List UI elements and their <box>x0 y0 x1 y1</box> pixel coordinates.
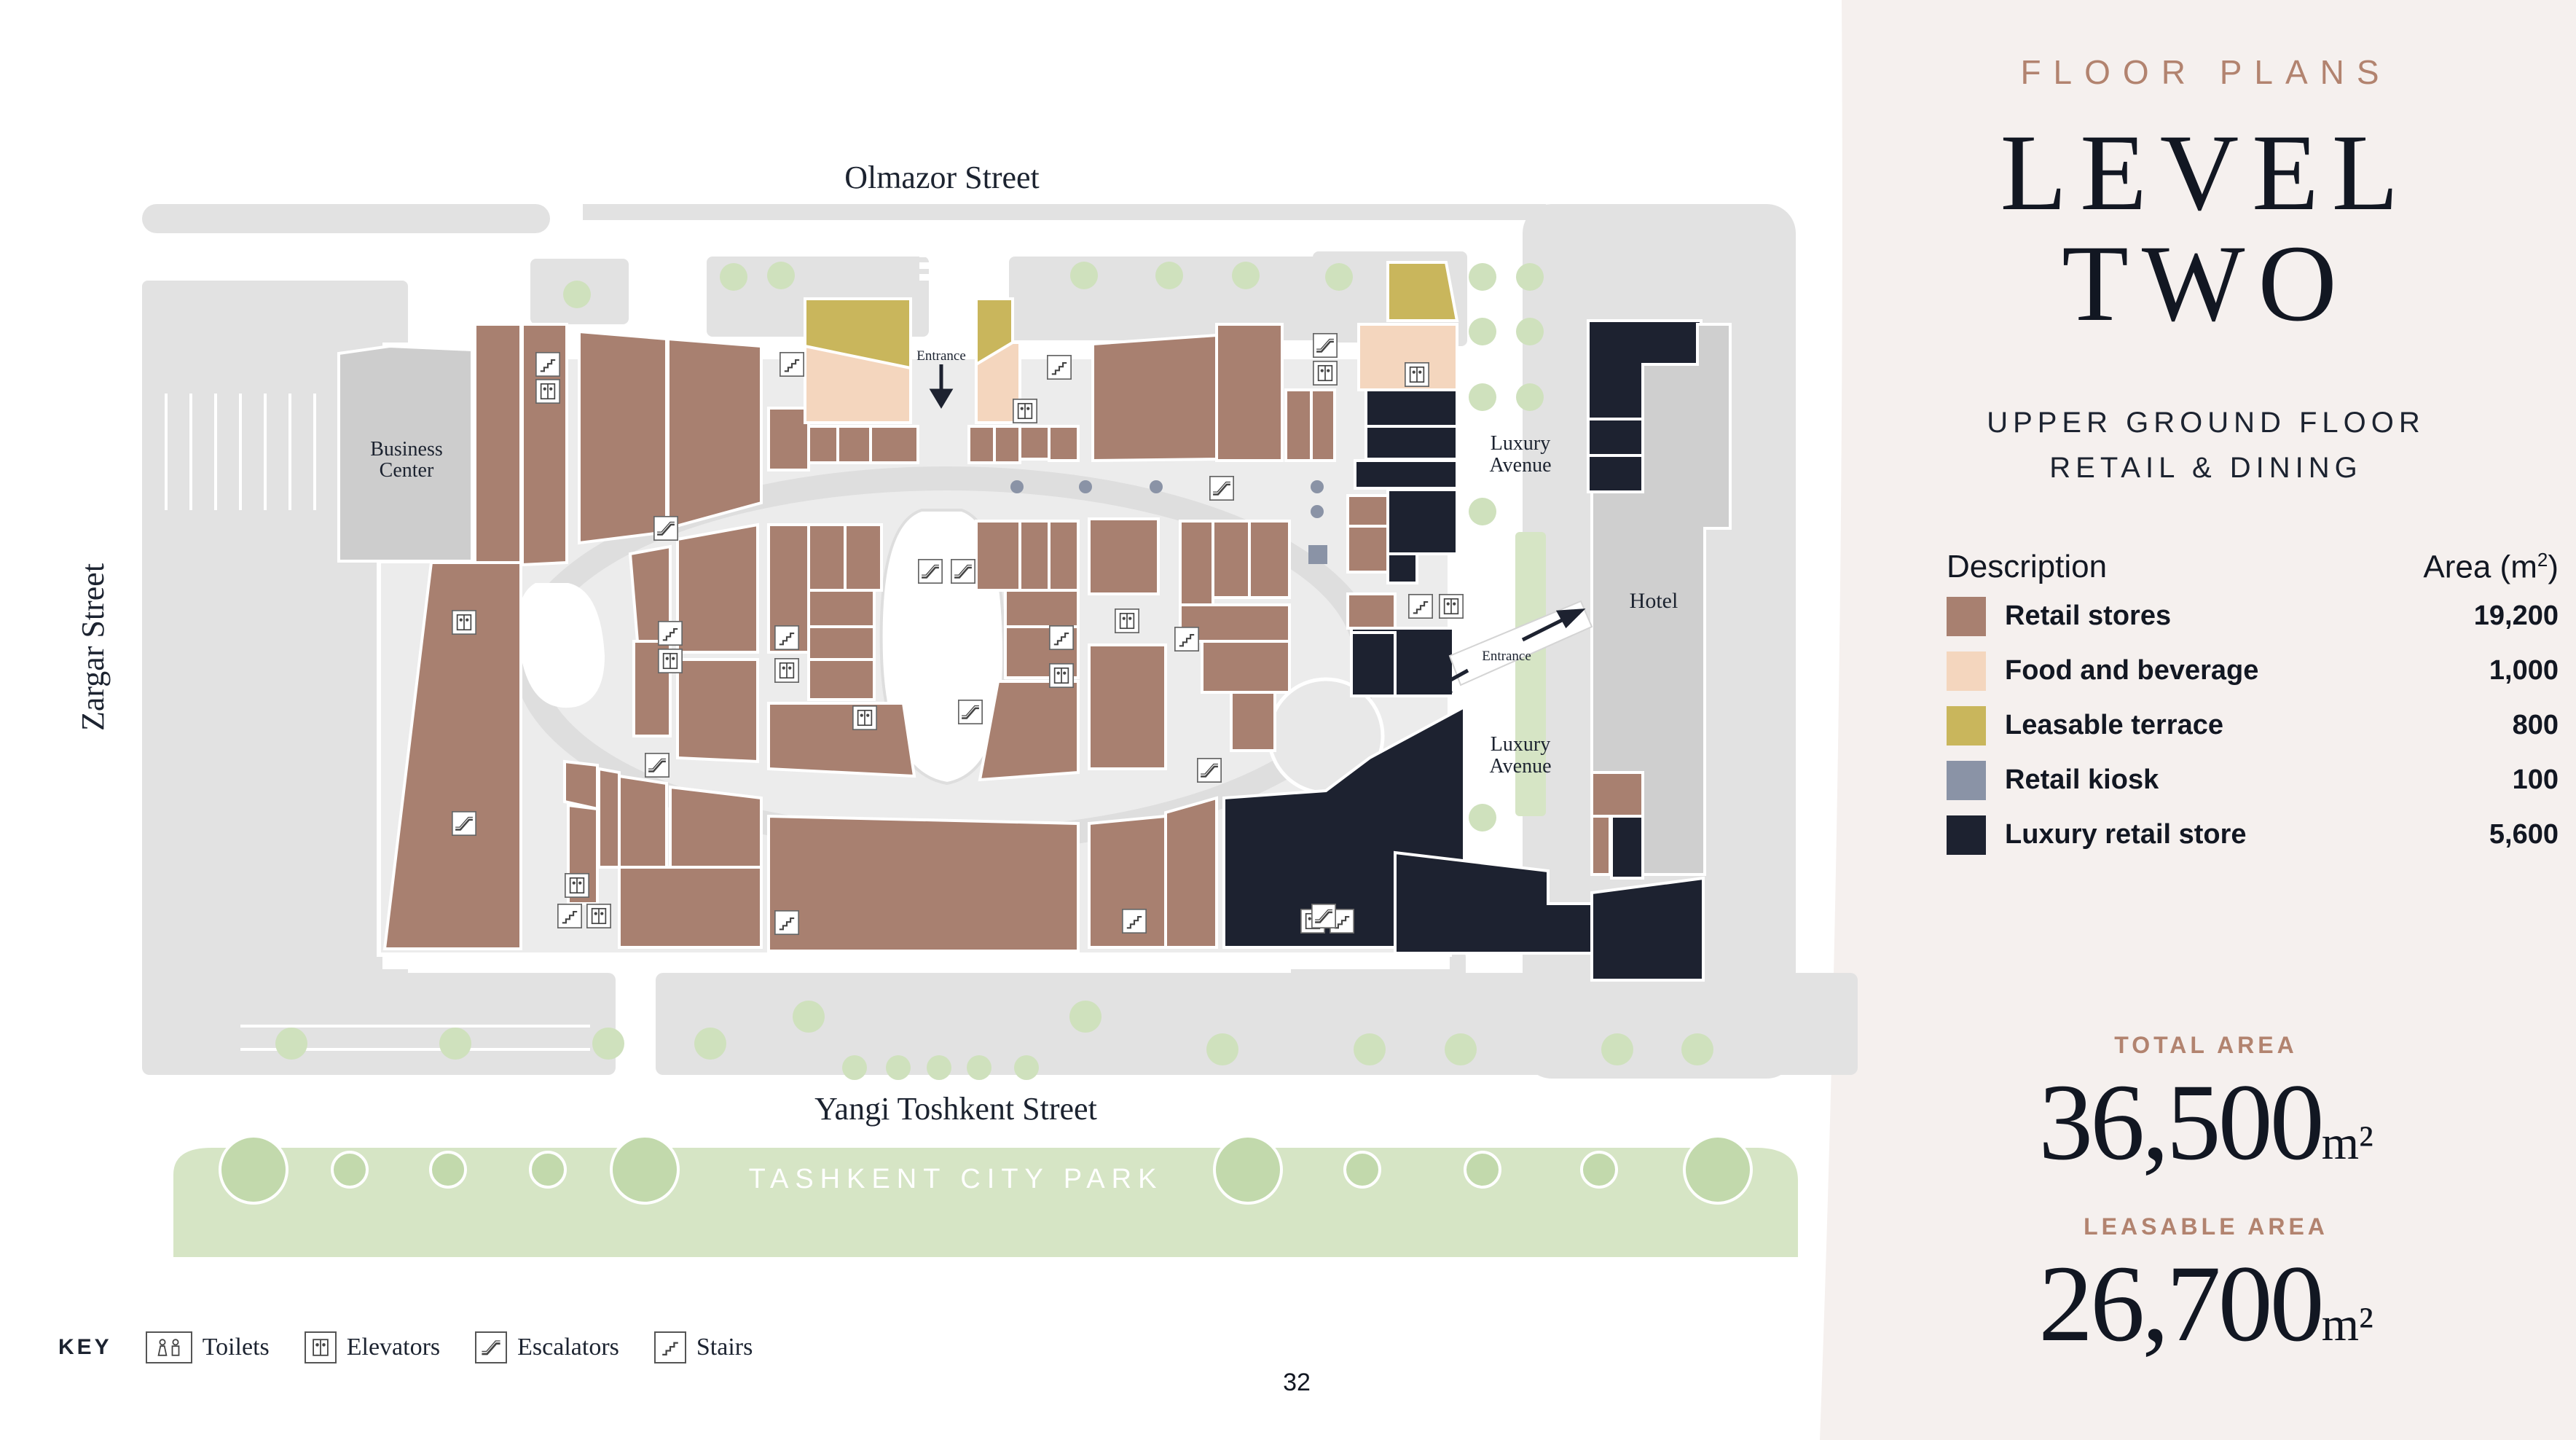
legend-row-kiosk: Retail kiosk 100 <box>1947 753 2559 807</box>
subtitle-line1: UPPER GROUND FLOOR <box>1987 407 2425 439</box>
street-west-label: Zargar Street <box>75 563 111 731</box>
leasable-area-value: 26,700m² <box>2038 1243 2373 1364</box>
toilet-icon <box>145 1331 192 1363</box>
key-item-elevators: Elevators <box>304 1331 440 1363</box>
subtitle-line2: RETAIL & DINING <box>2049 452 2363 484</box>
key-item-toilets: Toilets <box>145 1331 270 1363</box>
side-panel: FLOOR PLANS LEVEL TWO UPPER GROUND FLOOR… <box>1836 0 2576 1440</box>
entrance-east-label: Entrance <box>1482 649 1531 664</box>
legend-swatch-terrace <box>1947 705 1986 746</box>
luxury-retail-stores <box>1222 319 1705 982</box>
legend-col-description: Description <box>1947 549 2108 584</box>
business-center-label-2: Center <box>380 459 434 482</box>
tashkent-city-park <box>173 1148 1798 1257</box>
column-dots <box>1010 480 1324 518</box>
entrance-arrows <box>929 364 1586 694</box>
legend-row-luxury: Luxury retail store 5,600 <box>1947 807 2559 862</box>
west-void <box>517 583 605 708</box>
legend-swatch-luxury <box>1947 815 1986 855</box>
luxury-avenue-green <box>1515 532 1546 816</box>
panel-background <box>1820 0 2576 1440</box>
street-south-label: Yangi Toshkent Street <box>814 1091 1097 1127</box>
crosswalk <box>919 140 969 281</box>
key-item-escalators: Escalators <box>475 1331 619 1363</box>
leasable-area-label: LEASABLE AREA <box>2084 1213 2328 1240</box>
luxury-avenue-top-2: Avenue <box>1490 454 1552 477</box>
escalator-icon <box>475 1331 508 1363</box>
luxury-avenue-bottom-1: Luxury <box>1491 733 1550 756</box>
business-center-label-1: Business <box>370 438 443 461</box>
trees <box>275 262 1713 1080</box>
hotel-building <box>1590 323 1732 876</box>
park-label: TASHKENT CITY PARK <box>749 1164 1163 1194</box>
area-legend: Description Area (m2) Retail stores 19,2… <box>1947 545 2559 862</box>
page-title-line1: LEVEL <box>2000 112 2412 233</box>
legend-header: Description Area (m2) <box>1947 545 2559 589</box>
leasable-terrace <box>804 261 1459 370</box>
legend-swatch-retail <box>1947 596 1986 636</box>
business-center <box>337 344 474 563</box>
eyebrow-title: FLOOR PLANS <box>2020 53 2392 91</box>
legend-swatch-food <box>1947 651 1986 691</box>
entrance-north-label: Entrance <box>916 348 966 364</box>
key-title: KEY <box>58 1335 112 1359</box>
total-area-value: 36,500m² <box>2038 1062 2373 1183</box>
park-trees <box>219 1135 1753 1205</box>
retail-stores <box>382 323 1644 952</box>
map-key: KEY Toilets Elevators Escalators Stairs <box>58 1329 788 1366</box>
stairs-icon <box>653 1331 686 1363</box>
legend-row-retail: Retail stores 19,200 <box>1947 589 2559 643</box>
page-number: 32 <box>1283 1369 1311 1396</box>
legend-swatch-kiosk <box>1947 760 1986 800</box>
retail-kiosk <box>1308 545 1327 564</box>
luxury-avenue-top-1: Luxury <box>1491 432 1550 455</box>
elevator-icon <box>304 1331 337 1363</box>
hotel-label: Hotel <box>1630 589 1678 613</box>
luxury-avenue-bottom-2: Avenue <box>1490 755 1552 778</box>
legend-row-terrace: Leasable terrace 800 <box>1947 698 2559 753</box>
legend-row-food: Food and beverage 1,000 <box>1947 643 2559 698</box>
legend-col-area: Area (m2) <box>2423 548 2559 585</box>
page-title-line2: TWO <box>2062 223 2350 344</box>
key-item-stairs: Stairs <box>653 1331 753 1363</box>
total-area-label: TOTAL AREA <box>2114 1032 2298 1058</box>
street-north-label: Olmazor Street <box>844 160 1040 195</box>
